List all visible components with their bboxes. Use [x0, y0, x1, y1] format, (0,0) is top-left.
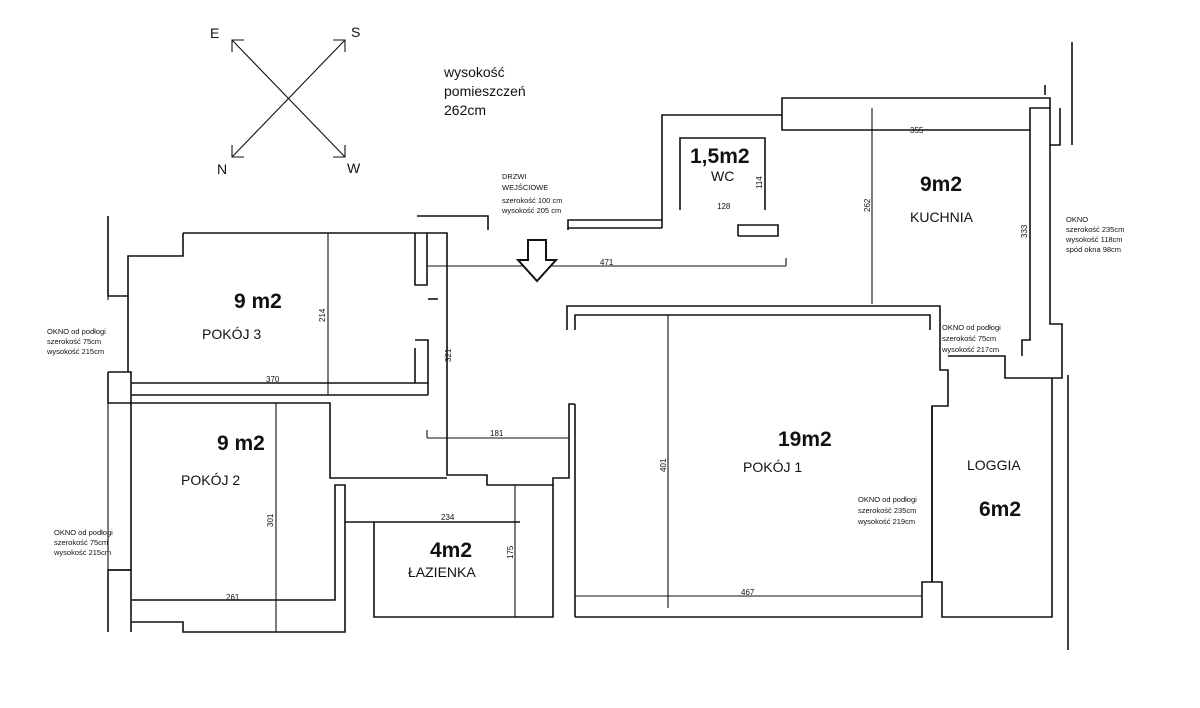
compass-arrow-s-n — [231, 39, 346, 158]
hall: 471 321 181 — [444, 258, 614, 438]
kitchen-dim-depth-right: 333 — [1020, 224, 1029, 238]
bathroom-dim-depth: 175 — [506, 545, 515, 559]
loggia-area: 6m2 — [979, 498, 1021, 521]
ceiling-height-line1: wysokość — [443, 64, 505, 80]
entrance-door-note: DRZWI WEJŚCIOWE szerokość 100 cm wysokoś… — [501, 172, 562, 215]
room1-dim-depth: 401 — [659, 458, 668, 472]
room-kitchen: 9m2 KUCHNIA 355 262 333 — [863, 126, 1029, 238]
kitchen-dim-width: 355 — [910, 126, 924, 135]
ceiling-height-line3: 262cm — [444, 102, 486, 118]
wc-dim-depth: 114 — [755, 176, 764, 189]
window-note-kitchen-door: OKNO od podłogi szerokość 75cm wysokość … — [941, 323, 1001, 354]
entrance-door-line2: WEJŚCIOWE — [502, 183, 548, 192]
wc-area: 1,5m2 — [690, 145, 750, 168]
room3-name: POKÓJ 3 — [202, 326, 261, 342]
room3-dim-width: 370 — [266, 375, 280, 384]
window-note-room1: OKNO od podłogi szerokość 235cm wysokość… — [857, 495, 917, 526]
hall-dim-mid: 181 — [490, 429, 504, 438]
wc-dim-width: 128 — [717, 202, 731, 211]
ceiling-height-note: wysokość pomieszczeń 262cm — [443, 64, 526, 118]
window-kitchen-door-line2: szerokość 75cm — [942, 334, 996, 343]
compass-label-e: E — [210, 25, 219, 41]
room3-area: 9 m2 — [234, 290, 282, 313]
window-note-room3: OKNO od podłogi szerokość 75cm wysokość … — [46, 327, 106, 356]
compass-label-s: S — [351, 24, 360, 40]
window-note-kitchen: OKNO szerokość 235cm wysokość 118cm spód… — [1065, 215, 1124, 254]
loggia-name: LOGGIA — [967, 457, 1021, 473]
room-2: 9 m2 POKÓJ 2 261 301 — [181, 432, 275, 602]
window-room2-line2: szerokość 75cm — [54, 538, 108, 547]
entrance-arrow-icon — [515, 239, 559, 283]
entrance-door-line1: DRZWI — [502, 172, 527, 181]
window-room1-line1: OKNO od podłogi — [858, 495, 917, 504]
window-room3-line2: szerokość 75cm — [47, 337, 101, 346]
wc-name: WC — [711, 168, 734, 184]
room1-area: 19m2 — [778, 428, 832, 451]
window-kitchen-line4: spód okna 98cm — [1066, 245, 1121, 254]
compass-label-w: W — [347, 160, 361, 176]
window-kitchen-line3: wysokość 118cm — [1065, 235, 1123, 244]
window-kitchen-line1: OKNO — [1066, 215, 1088, 224]
room1-dim-width: 467 — [741, 588, 755, 597]
window-room1-line3: wysokość 219cm — [857, 517, 915, 526]
window-kitchen-door-line1: OKNO od podłogi — [942, 323, 1001, 332]
walls — [107, 42, 1073, 650]
kitchen-area: 9m2 — [920, 173, 962, 196]
room-wc: 1,5m2 WC 128 114 — [690, 145, 764, 211]
ceiling-height-line2: pomieszczeń — [444, 83, 526, 99]
room2-name: POKÓJ 2 — [181, 472, 240, 488]
room-bathroom: 4m2 ŁAZIENKA 234 175 — [408, 513, 515, 580]
room2-dim-width: 261 — [226, 593, 240, 602]
window-room2-line1: OKNO od podłogi — [54, 528, 113, 537]
window-room2-line3: wysokość 215cm — [53, 548, 111, 557]
room3-dim-depth: 214 — [318, 308, 327, 322]
bathroom-name: ŁAZIENKA — [408, 564, 476, 580]
kitchen-name: KUCHNIA — [910, 209, 974, 225]
room1-name: POKÓJ 1 — [743, 459, 802, 475]
hall-dim-left: 321 — [444, 348, 453, 362]
room-3: 9 m2 POKÓJ 3 370 214 — [202, 290, 327, 384]
bathroom-area: 4m2 — [430, 539, 472, 562]
kitchen-dim-depth-left: 262 — [863, 198, 872, 212]
room2-dim-depth: 301 — [266, 513, 275, 527]
entrance-door-line3: szerokość 100 cm — [502, 196, 562, 205]
window-kitchen-door-line3: wysokość 217cm — [941, 345, 999, 354]
room2-area: 9 m2 — [217, 432, 265, 455]
bathroom-dim-width: 234 — [441, 513, 455, 522]
room-loggia: LOGGIA 6m2 — [967, 457, 1021, 521]
hall-dim-top: 471 — [600, 258, 614, 267]
window-note-room2: OKNO od podłogi szerokość 75cm wysokość … — [53, 528, 113, 557]
window-room3-line3: wysokość 215cm — [46, 347, 104, 356]
compass-label-n: N — [217, 161, 227, 177]
compass: E S N W — [210, 24, 361, 177]
window-room3-line1: OKNO od podłogi — [47, 327, 106, 336]
room-1: 19m2 POKÓJ 1 467 401 — [659, 428, 832, 597]
window-kitchen-line2: szerokość 235cm — [1066, 225, 1124, 234]
entrance-door-line4: wysokość 205 cm — [501, 206, 561, 215]
window-room1-line2: szerokość 235cm — [858, 506, 916, 515]
